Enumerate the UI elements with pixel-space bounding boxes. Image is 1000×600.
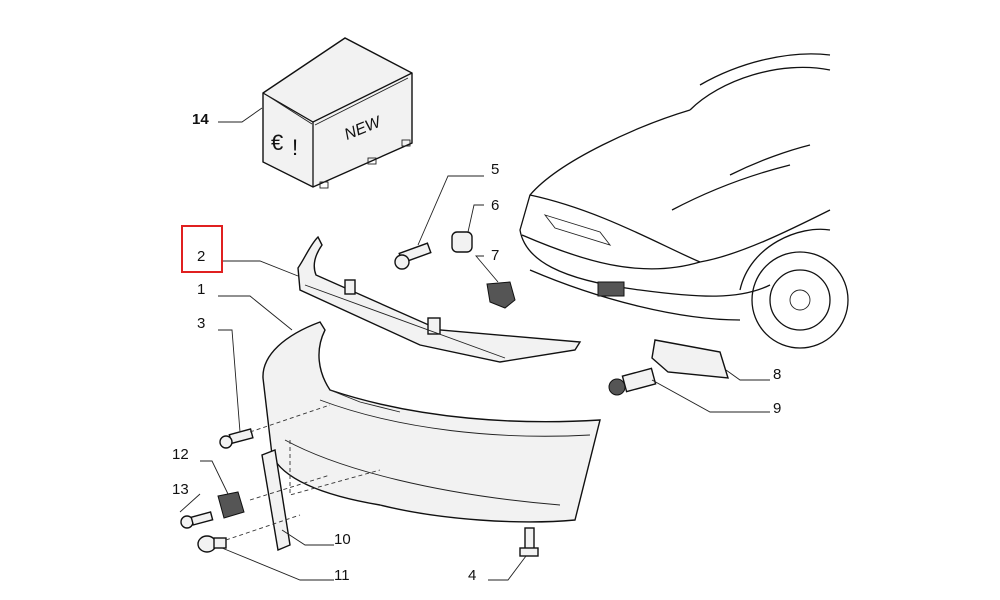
callout-4[interactable]: 4 — [468, 567, 476, 584]
callout-12[interactable]: 12 — [172, 446, 189, 463]
part-4-screw — [519, 527, 539, 557]
part-7-clip — [486, 281, 516, 309]
part-9-push-clip — [608, 367, 657, 396]
callout-2[interactable]: 2 — [197, 248, 205, 265]
callout-5[interactable]: 5 — [491, 161, 499, 178]
part-8-bracket — [651, 339, 729, 379]
part-2-bumper-reinforcement — [297, 235, 582, 363]
car-front-illustration — [519, 53, 849, 349]
callout-10[interactable]: 10 — [334, 531, 351, 548]
part-3-screw — [219, 428, 254, 449]
callout-11[interactable]: 11 — [334, 567, 350, 584]
part-11-push-pin — [197, 535, 227, 553]
callout-14[interactable]: 14 — [192, 111, 209, 128]
part-5-bolt — [394, 242, 432, 270]
callout-13[interactable]: 13 — [172, 481, 189, 498]
highlight-box-part-2 — [181, 225, 223, 273]
part-12-clip — [217, 491, 245, 519]
callout-8[interactable]: 8 — [773, 366, 781, 383]
packaging-box-illustration: € ! NEW — [262, 37, 413, 189]
part-13-screw — [180, 511, 214, 529]
part-1-bumper — [262, 321, 601, 523]
callout-1[interactable]: 1 — [197, 281, 205, 298]
callout-6[interactable]: 6 — [491, 197, 499, 214]
box-euro-text: € — [271, 130, 283, 155]
leader-lines — [179, 107, 770, 581]
callout-9[interactable]: 9 — [773, 400, 781, 417]
part-6-nut — [451, 231, 473, 253]
callout-7[interactable]: 7 — [491, 247, 499, 264]
callout-3[interactable]: 3 — [197, 315, 205, 332]
part-10-bracket-plate — [261, 449, 291, 551]
box-exclaim-text: ! — [292, 135, 298, 160]
